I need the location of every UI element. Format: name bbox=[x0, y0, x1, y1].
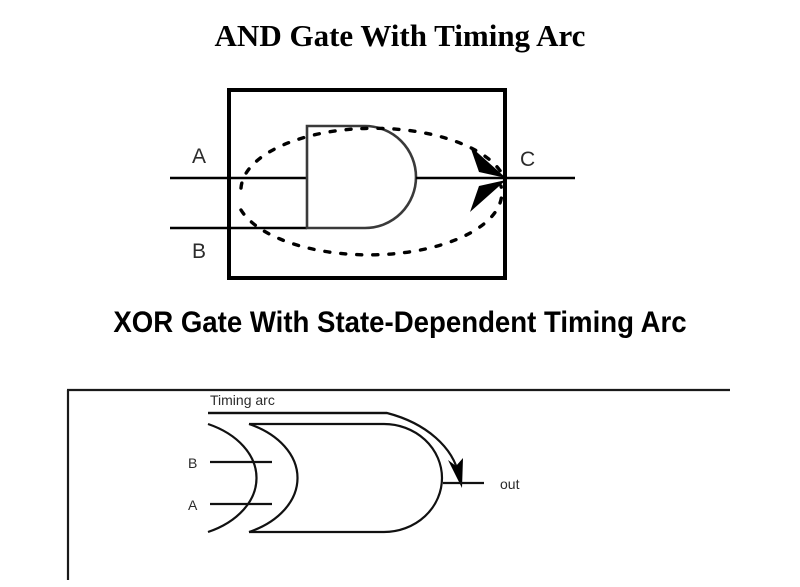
and-timing-arrow-lower bbox=[470, 180, 506, 212]
xor-timing-arc-curve bbox=[208, 411, 461, 477]
xor-gate-figure-title: XOR Gate With State-Dependent Timing Arc bbox=[113, 306, 687, 339]
xor-output-label: out bbox=[500, 476, 520, 492]
xor-input-label-b: B bbox=[188, 455, 197, 471]
and-output-label-c: C bbox=[520, 148, 535, 171]
and-input-label-b: B bbox=[192, 240, 206, 263]
and-timing-arc-upper bbox=[239, 126, 503, 190]
and-timing-arrow-upper bbox=[470, 146, 506, 178]
xor-gate-outer-left-curve bbox=[207, 422, 258, 534]
and-gate-figure-title: AND Gate With Timing Arc bbox=[214, 18, 586, 53]
and-timing-arc-lower bbox=[239, 184, 504, 257]
and-gate-diagram: A B C bbox=[170, 88, 575, 280]
and-gate-body bbox=[305, 124, 418, 230]
xor-gate-diagram: Timing arc B A out bbox=[66, 388, 730, 580]
and-input-label-a: A bbox=[192, 145, 206, 168]
xor-timing-arc-label: Timing arc bbox=[210, 392, 275, 408]
xor-gate-inner-left-curve bbox=[248, 422, 299, 534]
xor-input-label-a: A bbox=[188, 497, 198, 513]
xor-timing-arrow bbox=[448, 458, 463, 488]
xor-gate-body bbox=[249, 422, 444, 534]
and-gate-enclosure-box bbox=[227, 88, 507, 280]
